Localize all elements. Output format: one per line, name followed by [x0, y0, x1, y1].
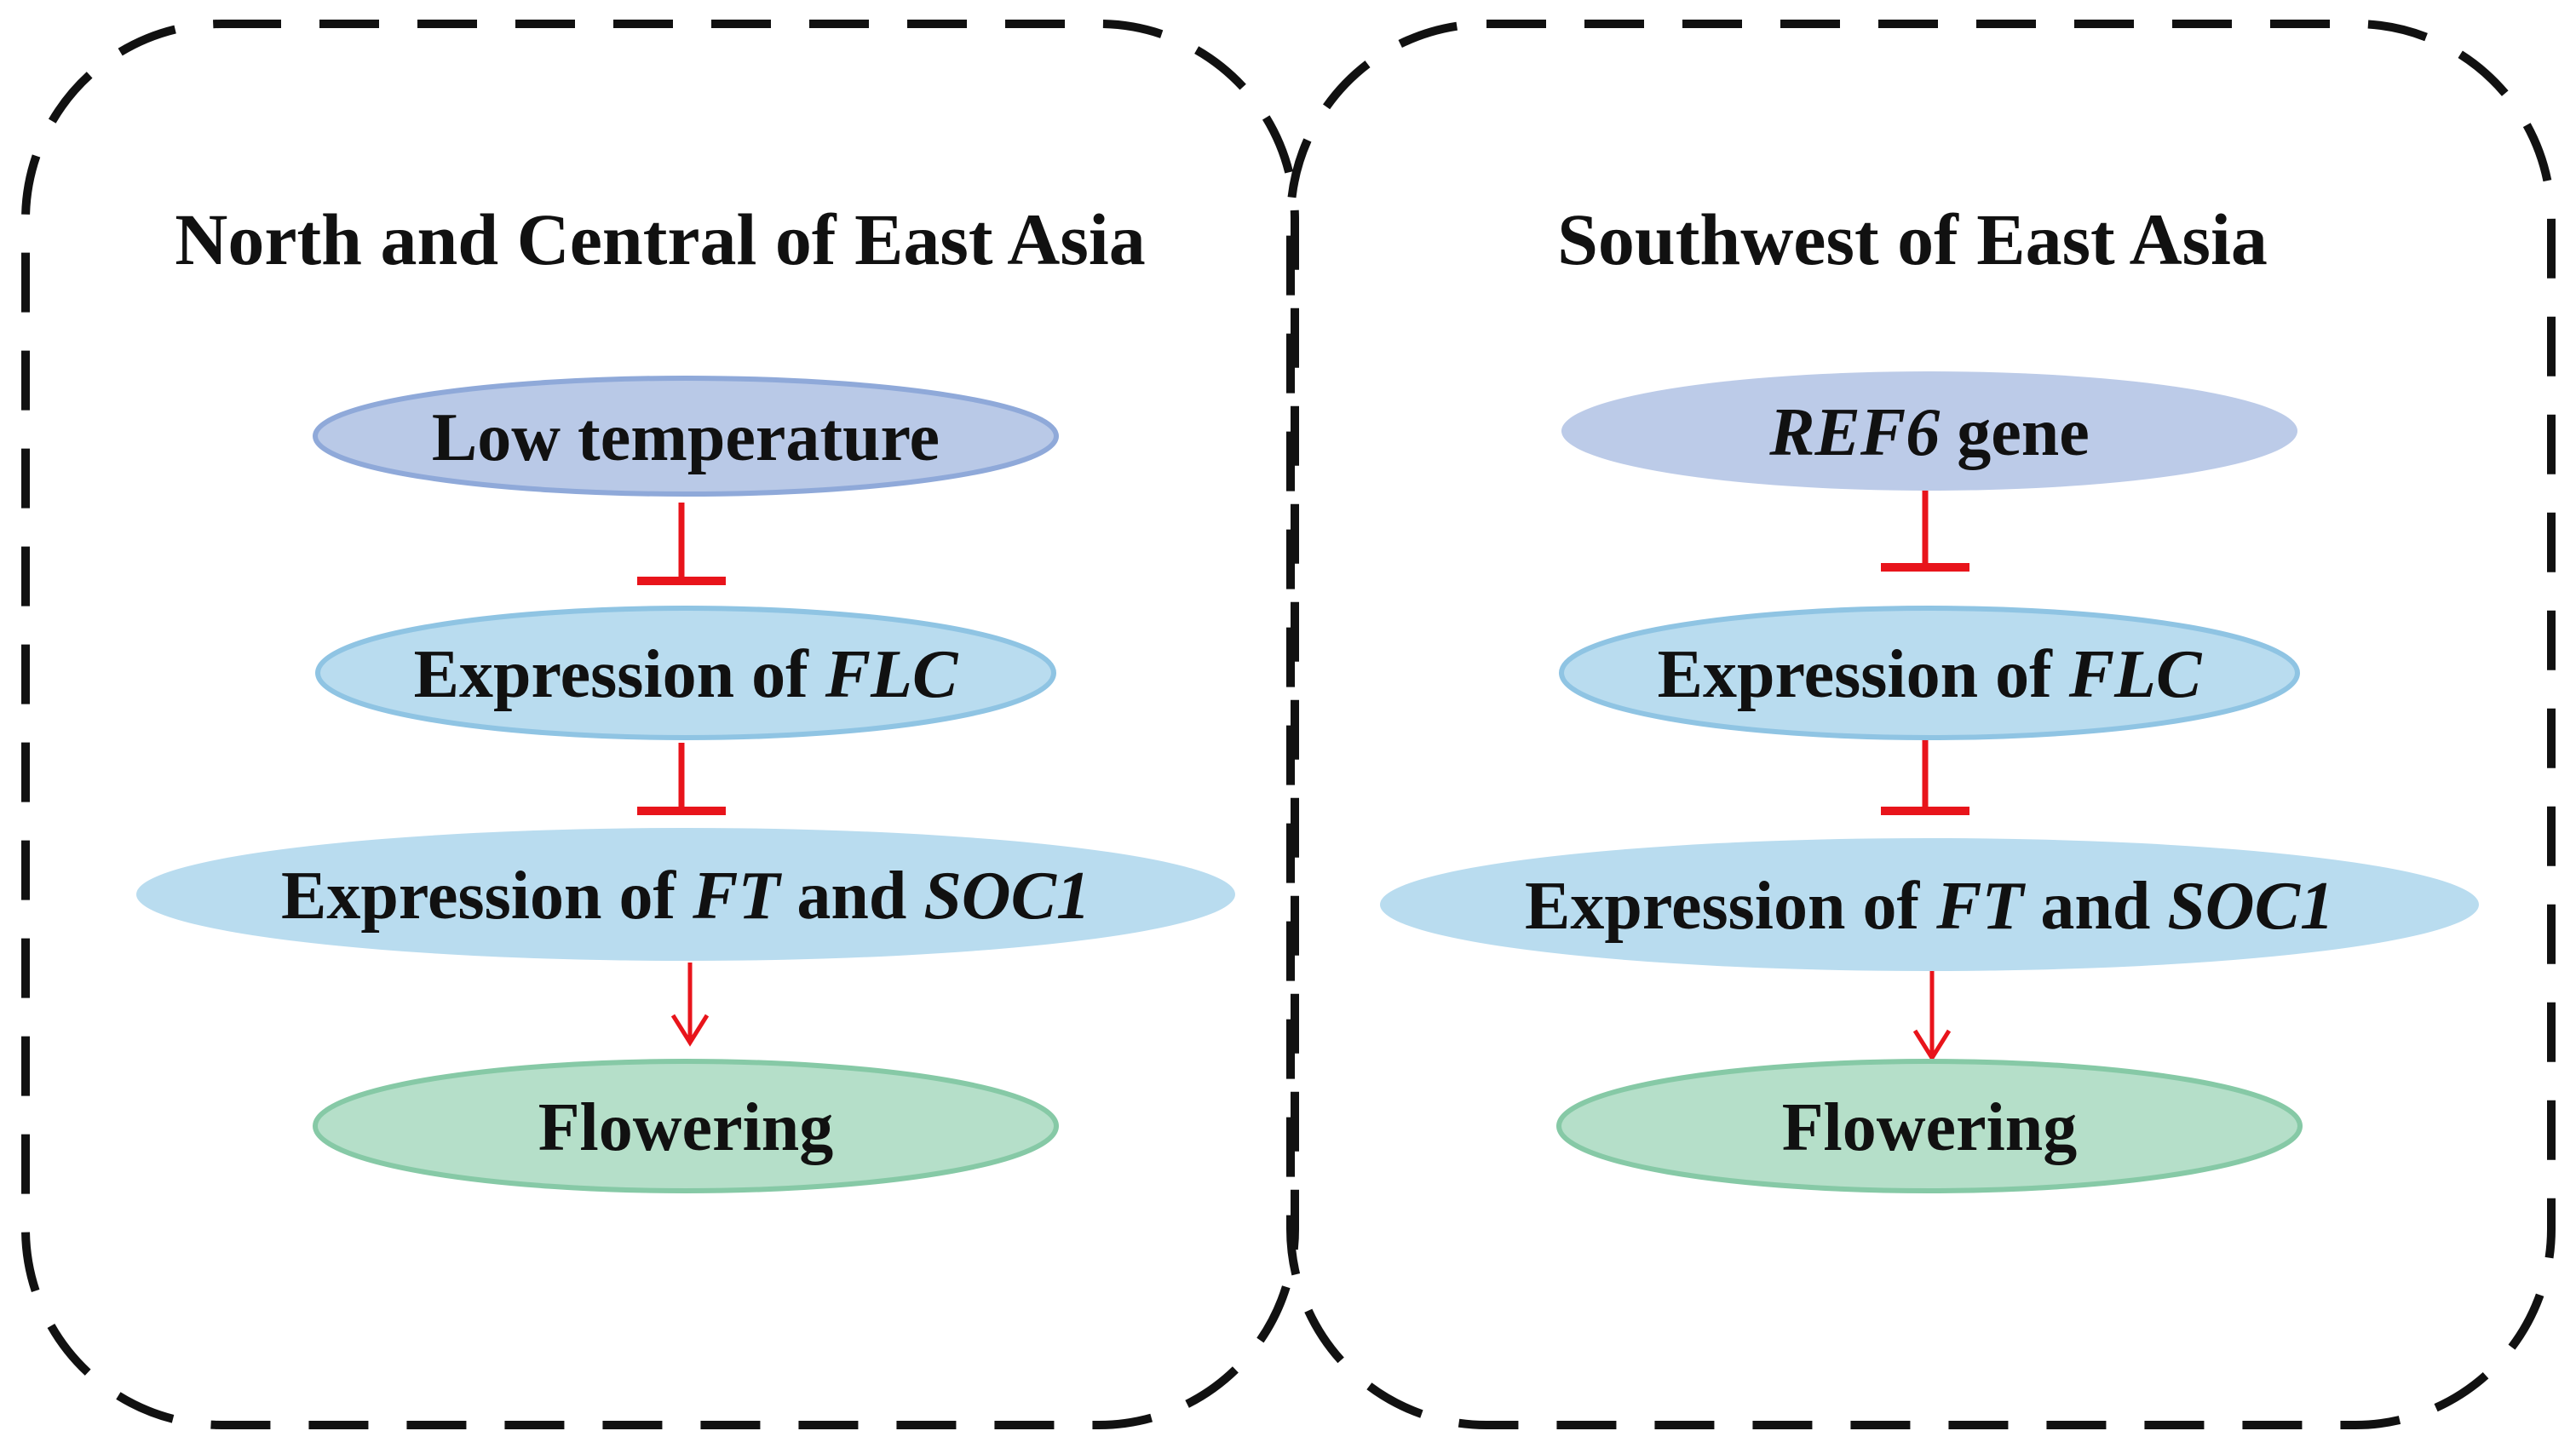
- gene-name-italic: REF6: [1768, 395, 1940, 470]
- panel-title: Southwest of East Asia: [1557, 198, 2268, 280]
- node-expression-flc: Expression of FLC: [315, 606, 1056, 740]
- node-label: Expression of FLC: [1658, 637, 2203, 712]
- node-label: Expression of FT and SOC1: [281, 859, 1090, 934]
- gene-name-italic: SOC1: [2167, 869, 2334, 944]
- node-label: Expression of FLC: [414, 637, 959, 712]
- node-label: Flowering: [538, 1090, 834, 1165]
- node-ref6-gene: REF6 gene: [1561, 371, 2297, 491]
- node-label: Low temperature: [432, 400, 940, 475]
- edge-activate-ft-flowering: [1912, 971, 1952, 1062]
- label-segment: Flowering: [1782, 1090, 2078, 1165]
- node-label: Expression of FT and SOC1: [1525, 869, 2334, 944]
- label-segment: Flowering: [538, 1090, 834, 1165]
- node-flowering: Flowering: [313, 1059, 1059, 1193]
- gene-name-italic: FLC: [825, 637, 959, 712]
- node-low-temperature: Low temperature: [313, 376, 1059, 497]
- gene-name-italic: FT: [1935, 869, 2026, 944]
- panel-north-central: North and Central of East Asia Low tempe…: [21, 20, 1299, 1429]
- label-segment: Low temperature: [432, 400, 940, 475]
- node-expression-ft-soc1: Expression of FT and SOC1: [136, 828, 1235, 961]
- label-segment: Expression of: [281, 859, 693, 934]
- node-expression-flc: Expression of FLC: [1559, 606, 2300, 740]
- label-segment: Expression of: [1658, 637, 2069, 712]
- label-segment: gene: [1940, 395, 2090, 470]
- panel-border: [1286, 20, 2556, 1429]
- label-segment: and: [2023, 869, 2167, 944]
- label-segment: Expression of: [414, 637, 825, 712]
- gene-name-italic: SOC1: [923, 859, 1090, 934]
- edge-inhibit-flc-ft: [637, 743, 726, 815]
- gene-name-italic: FT: [692, 859, 782, 934]
- label-segment: Expression of: [1525, 869, 1936, 944]
- edge-inhibit-ref6-flc: [1881, 487, 1969, 572]
- node-label: Flowering: [1782, 1090, 2078, 1165]
- panel-border: [21, 20, 1299, 1429]
- node-expression-ft-soc1: Expression of FT and SOC1: [1380, 838, 2479, 971]
- edge-inhibit-flc-ft: [1881, 739, 1969, 815]
- label-segment: and: [779, 859, 923, 934]
- edge-activate-ft-flowering: [670, 963, 710, 1047]
- node-flowering: Flowering: [1556, 1059, 2303, 1193]
- panel-title: North and Central of East Asia: [175, 198, 1146, 280]
- panel-southwest: Southwest of East Asia REF6 gene Express…: [1286, 20, 2556, 1429]
- edge-inhibit-top-flc: [637, 503, 726, 585]
- gene-name-italic: FLC: [2068, 637, 2203, 712]
- node-label: REF6 gene: [1768, 395, 2090, 470]
